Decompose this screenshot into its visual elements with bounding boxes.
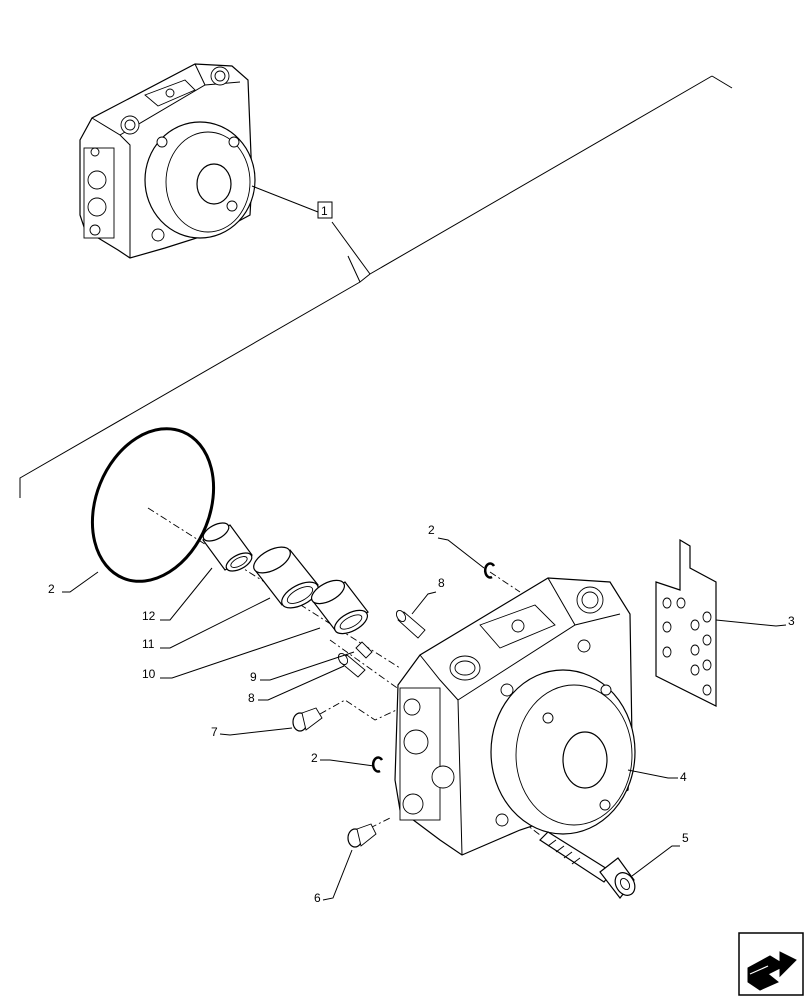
bushing-part-12 xyxy=(202,522,253,572)
assembly-reference: 1 xyxy=(251,185,371,275)
callouts: 2 2 2 3 4 5 6 7 8 8 9 10 xyxy=(48,523,795,905)
dowel-pin-8-lower xyxy=(337,652,366,678)
next-page-arrow-icon[interactable] xyxy=(738,932,804,996)
callout-3: 3 xyxy=(788,614,795,628)
callout-2-top-o-ring: 2 xyxy=(428,523,435,537)
callout-5: 5 xyxy=(682,831,689,845)
assembly-ref-box xyxy=(317,201,333,219)
small-o-ring-top xyxy=(483,562,496,579)
plug-part-6 xyxy=(347,823,377,848)
assembly-overview-housing xyxy=(79,63,256,259)
o-ring-top-axis xyxy=(489,571,521,593)
callout-8-lower-dowel: 8 xyxy=(248,691,255,705)
assembly-axis-line xyxy=(147,507,401,669)
large-o-ring xyxy=(90,427,216,583)
plug-7-axis-line xyxy=(319,699,406,721)
small-o-ring-side xyxy=(371,756,384,773)
bushing-part-10 xyxy=(310,579,369,635)
callout-2-side-o-ring: 2 xyxy=(311,751,318,765)
callout-12: 12 xyxy=(142,609,156,623)
pin-part-9 xyxy=(355,641,373,659)
callout-4: 4 xyxy=(680,770,687,784)
bearing-part-11 xyxy=(253,546,319,609)
gasket-part-3 xyxy=(655,538,717,707)
separator-line xyxy=(19,75,733,498)
callout-8-upper-dowel: 8 xyxy=(438,576,445,590)
plug-6-axis-line xyxy=(369,817,391,829)
callout-10: 10 xyxy=(142,667,156,681)
main-housing-part-4 xyxy=(394,577,636,856)
callout-9: 9 xyxy=(250,670,257,684)
callout-2-large-o-ring: 2 xyxy=(48,582,55,596)
callout-7: 7 xyxy=(211,725,218,739)
plug-part-7 xyxy=(292,707,323,732)
bolt-part-5 xyxy=(539,831,636,899)
callout-11: 11 xyxy=(142,637,155,651)
assembly-ref-label: 1 xyxy=(321,204,328,218)
dowel-axis-line xyxy=(329,639,401,691)
dowel-pin-8-upper xyxy=(395,609,426,639)
callout-6: 6 xyxy=(314,891,321,905)
